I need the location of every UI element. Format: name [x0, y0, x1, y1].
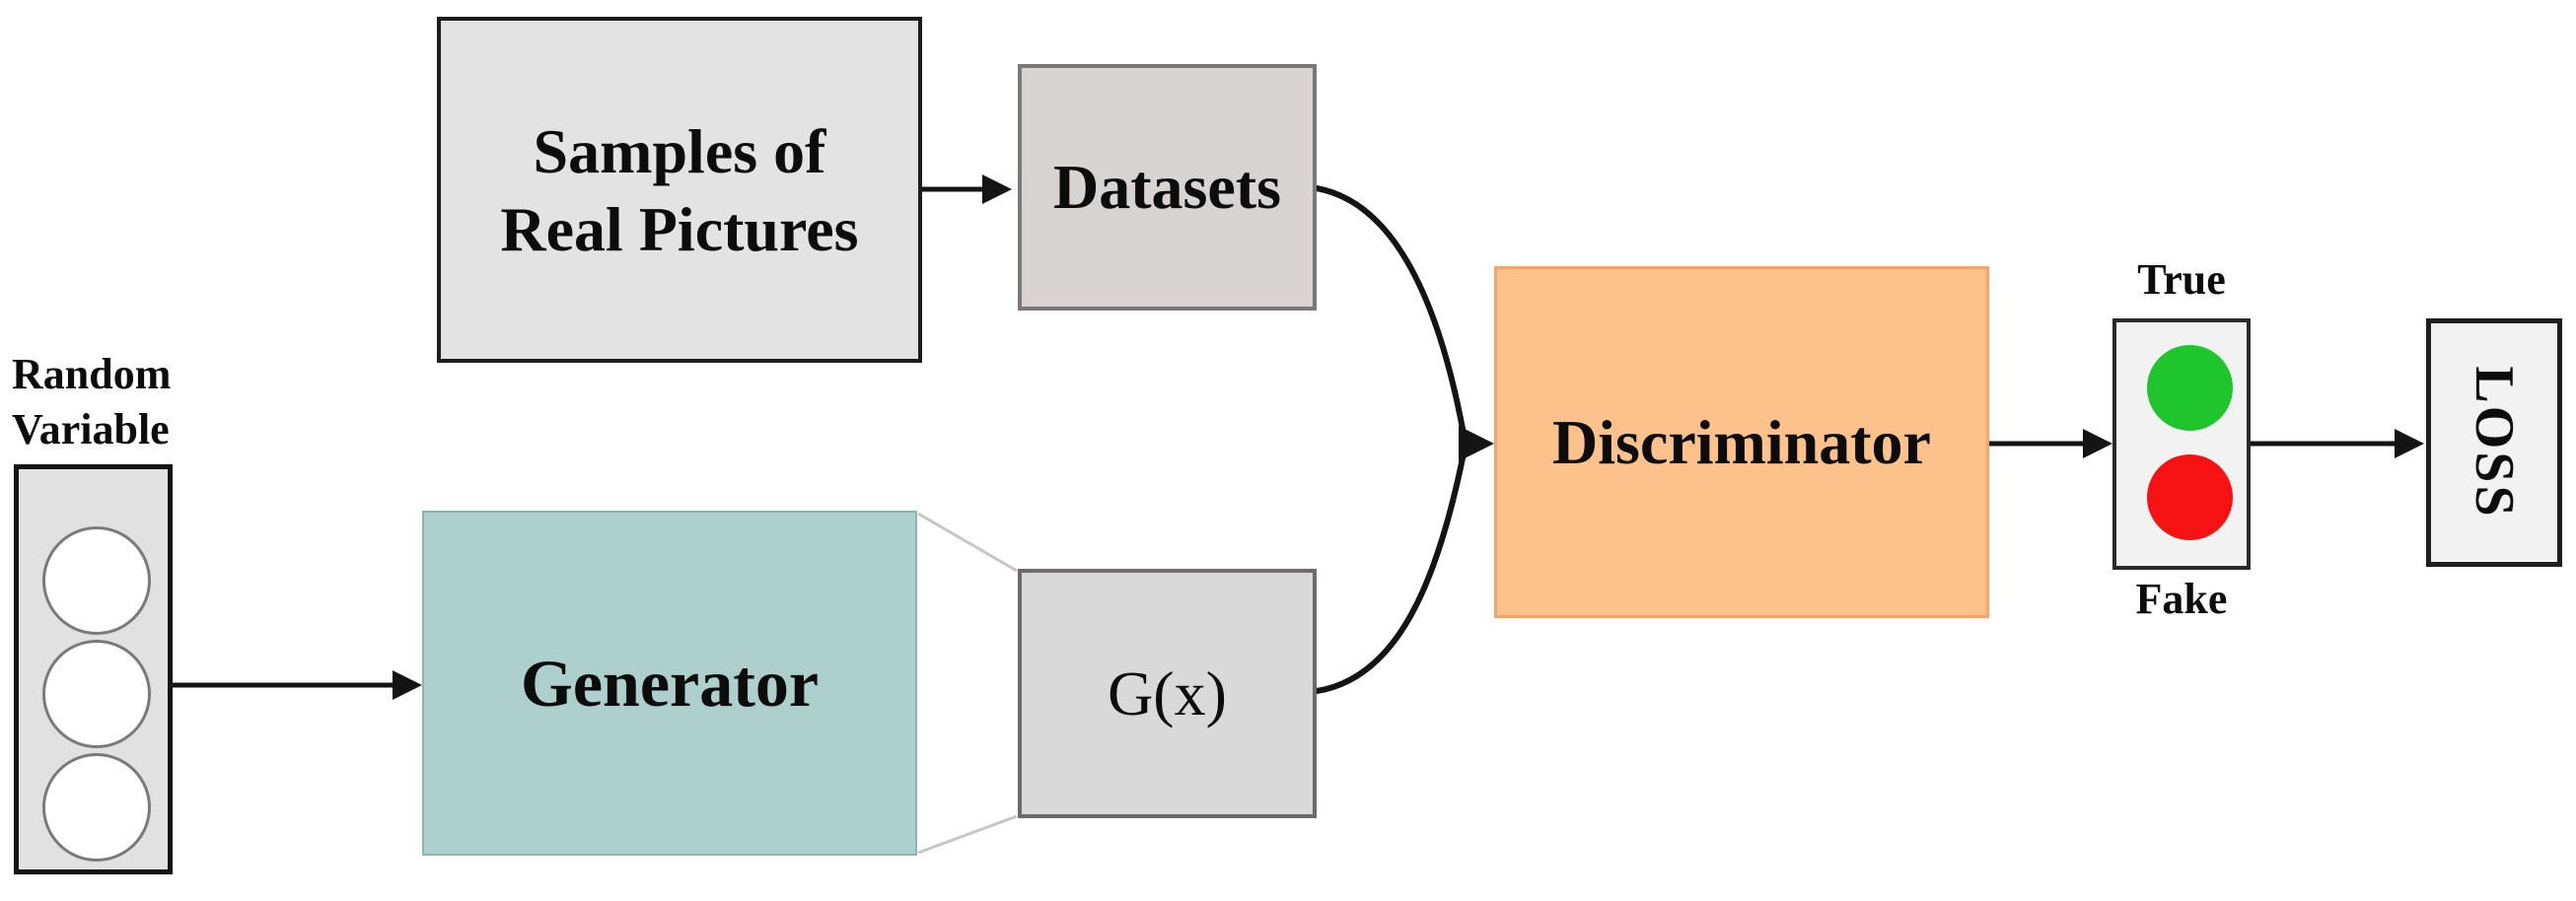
real-samples-node: Samples of Real Pictures — [437, 17, 922, 363]
fake-label: Fake — [2135, 575, 2228, 623]
generated-output-node: G(x) — [1018, 569, 1317, 818]
datasets-node: Datasets — [1018, 64, 1317, 311]
random-variable-label-line2: Variable — [12, 405, 170, 453]
random-variable-label: Random Variable — [12, 347, 171, 457]
arrow-noise-to-generator — [173, 670, 422, 700]
curve-datasets-to-discriminator — [1314, 185, 1467, 437]
fake-indicator-circle — [2147, 454, 2233, 540]
true-label: True — [2137, 255, 2226, 304]
datasets-label: Datasets — [1052, 152, 1282, 222]
discriminator-label: Discriminator — [1552, 406, 1931, 477]
loss-label: LOSS — [2464, 366, 2525, 520]
generated-output-label: G(x) — [1108, 658, 1227, 728]
true-indicator-circle — [2147, 345, 2233, 431]
noise-circle-2 — [42, 640, 151, 748]
arrow-verdict-to-loss — [2251, 429, 2424, 458]
arrow-discriminator-to-verdict — [1989, 429, 2112, 458]
loss-node: LOSS — [2426, 318, 2562, 567]
random-variable-node — [14, 464, 173, 874]
noise-circle-3 — [42, 753, 151, 862]
noise-circle-1 — [42, 526, 151, 635]
curve-gx-to-discriminator — [1314, 450, 1467, 694]
discriminator-node: Discriminator — [1494, 266, 1989, 618]
real-samples-label-line2: Real Pictures — [500, 193, 859, 264]
generator-output-funnel — [917, 512, 1018, 855]
generator-node: Generator — [422, 511, 917, 856]
arrowhead-into-discriminator — [1459, 426, 1494, 461]
real-samples-label-line1: Samples of — [533, 115, 826, 186]
verdict-node — [2112, 318, 2251, 570]
generator-label: Generator — [520, 645, 820, 721]
arrow-samples-to-datasets — [922, 174, 1012, 204]
random-variable-label-line1: Random — [12, 350, 172, 398]
